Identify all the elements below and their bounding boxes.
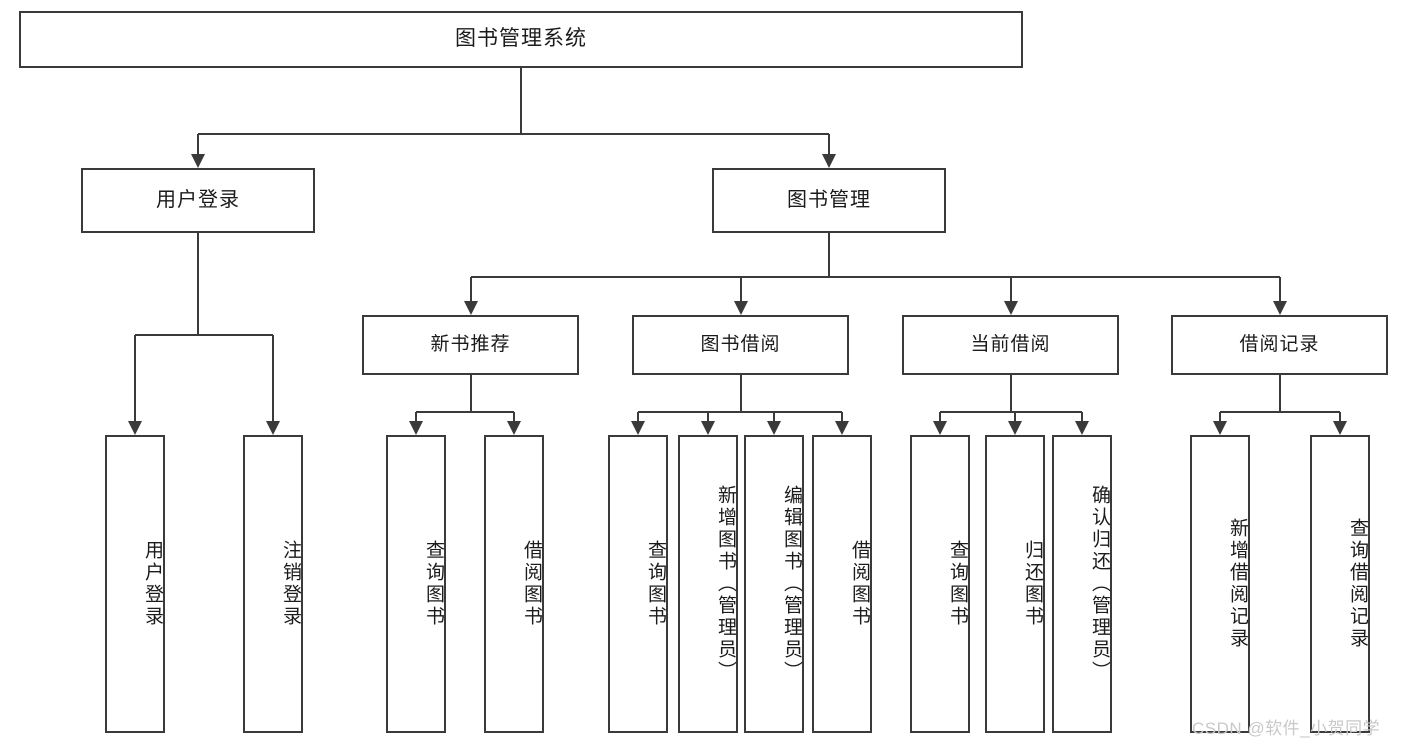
leaf-query-borrow-record[interactable]: 查询借阅记录 <box>1310 435 1370 733</box>
leaf-add-book-admin[interactable]: 新增图书（管理员） <box>678 435 738 733</box>
connector-vertical <box>272 335 274 421</box>
node-label: 当前借阅 <box>970 334 1051 356</box>
leaf-borrow-book-rec[interactable]: 借阅图书 <box>484 435 544 733</box>
connector-bookmanage-stem <box>828 233 830 277</box>
node-label: 新书推荐 <box>430 334 511 356</box>
connector-bus-node-borrow-record <box>1220 411 1340 413</box>
connector-stem-node-book-borrow <box>739 375 742 412</box>
node-label: 确认归还（管理员） <box>1089 485 1110 683</box>
node-label: 查询图书 <box>947 540 968 628</box>
leaf-confirm-return-admin[interactable]: 确认归还（管理员） <box>1052 435 1112 733</box>
connector-vertical <box>1278 277 1281 301</box>
connector-vertical <box>513 412 515 421</box>
connector-stem-node-current-borrow <box>1009 375 1012 412</box>
node-label: 查询借阅记录 <box>1347 518 1368 650</box>
connector-vertical <box>1339 412 1341 421</box>
leaf-logout[interactable]: 注销登录 <box>243 435 303 733</box>
arrowhead-icon <box>767 421 781 435</box>
leaf-edit-book-admin[interactable]: 编辑图书（管理员） <box>744 435 804 733</box>
arrowhead-icon <box>266 421 280 435</box>
connector-vertical <box>134 335 136 421</box>
connector-root-bus <box>198 133 829 135</box>
arrowhead-icon <box>1333 421 1347 435</box>
node-user-login[interactable]: 用户登录 <box>81 168 315 233</box>
connector-root-stem <box>520 68 522 134</box>
node-label: 借阅图书 <box>849 540 870 628</box>
connector-vertical <box>841 412 843 421</box>
arrowhead-icon <box>701 421 715 435</box>
node-new-book-recommend[interactable]: 新书推荐 <box>362 315 579 375</box>
connector-vertical <box>415 412 417 421</box>
node-label: 新增借阅记录 <box>1227 518 1248 650</box>
connector-vertical <box>739 277 742 301</box>
leaf-add-borrow-record[interactable]: 新增借阅记录 <box>1190 435 1250 733</box>
arrowhead-icon <box>1272 301 1287 315</box>
arrowhead-icon <box>631 421 645 435</box>
connector-vertical <box>939 412 941 421</box>
node-borrow-record[interactable]: 借阅记录 <box>1171 315 1388 375</box>
arrowhead-icon <box>128 421 142 435</box>
arrowhead-icon <box>1003 301 1018 315</box>
arrowhead-icon <box>463 301 478 315</box>
connector-vertical <box>1014 412 1016 421</box>
connector-vertical <box>773 412 775 421</box>
node-label: 新增图书（管理员） <box>715 485 736 683</box>
connector-stem-node-borrow-record <box>1278 375 1281 412</box>
connector-vertical <box>1081 412 1083 421</box>
node-book-borrow[interactable]: 图书借阅 <box>632 315 849 375</box>
node-label: 归还图书 <box>1022 540 1043 628</box>
leaf-query-book-rec[interactable]: 查询图书 <box>386 435 446 733</box>
arrowhead-icon <box>1008 421 1022 435</box>
connector-vertical <box>197 134 199 154</box>
node-current-borrow[interactable]: 当前借阅 <box>902 315 1119 375</box>
connector-vertical <box>1219 412 1221 421</box>
node-label: 图书借阅 <box>700 334 781 356</box>
node-label: 图书管理系统 <box>455 27 587 51</box>
connector-bus-node-user-login <box>135 334 273 336</box>
arrowhead-icon <box>1075 421 1089 435</box>
leaf-user-login[interactable]: 用户登录 <box>105 435 165 733</box>
node-label: 借阅记录 <box>1239 334 1320 356</box>
connector-vertical <box>469 277 472 301</box>
node-label: 图书管理 <box>787 189 871 211</box>
node-label: 查询图书 <box>423 540 444 628</box>
connector-bookmanage-bus <box>470 276 1280 278</box>
connector-bus-node-new-book-recommend <box>416 411 514 413</box>
node-label: 查询图书 <box>645 540 666 628</box>
node-label: 注销登录 <box>280 540 301 628</box>
leaf-borrow-book-bor[interactable]: 借阅图书 <box>812 435 872 733</box>
arrowhead-icon <box>835 421 849 435</box>
connector-vertical <box>707 412 709 421</box>
leaf-return-book[interactable]: 归还图书 <box>985 435 1045 733</box>
arrowhead-icon <box>733 301 748 315</box>
arrowhead-icon <box>191 154 205 168</box>
arrowhead-icon <box>507 421 521 435</box>
arrowhead-icon <box>409 421 423 435</box>
arrowhead-icon <box>1213 421 1227 435</box>
connector-bus-node-book-borrow <box>638 411 842 413</box>
arrowhead-icon <box>822 154 836 168</box>
leaf-query-book-cur[interactable]: 查询图书 <box>910 435 970 733</box>
connector-vertical <box>1009 277 1012 301</box>
connector-vertical <box>828 134 830 154</box>
node-label: 编辑图书（管理员） <box>781 485 802 683</box>
leaf-query-book-bor[interactable]: 查询图书 <box>608 435 668 733</box>
node-book-manage[interactable]: 图书管理 <box>712 168 946 233</box>
connector-stem-node-new-book-recommend <box>469 375 472 412</box>
node-label: 借阅图书 <box>521 540 542 628</box>
node-library-management-system[interactable]: 图书管理系统 <box>19 11 1023 68</box>
node-label: 用户登录 <box>142 540 163 628</box>
connector-stem-node-user-login <box>197 233 199 335</box>
arrowhead-icon <box>933 421 947 435</box>
node-label: 用户登录 <box>156 189 240 211</box>
csdn-watermark: CSDN @软件_小贺同学 <box>1192 719 1381 738</box>
connector-vertical <box>637 412 639 421</box>
connector-bus-node-current-borrow <box>940 411 1082 413</box>
